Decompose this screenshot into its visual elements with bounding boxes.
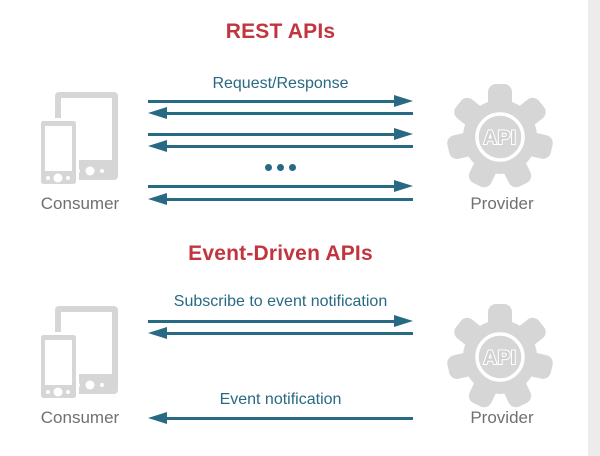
api-badge-text: API: [483, 348, 516, 369]
response-arrow-left-1: [148, 107, 413, 120]
arrowhead-right-icon: [394, 315, 413, 327]
arrowhead-right-icon: [394, 128, 413, 140]
rest-provider-label: Provider: [470, 194, 534, 213]
request-response-label: Request/Response: [212, 75, 349, 92]
event-notification-label: Event notification: [219, 391, 342, 408]
response-arrow-left-3: [148, 193, 413, 206]
arrow-shaft: [148, 185, 404, 188]
event-notification-arrow-left: [148, 412, 413, 425]
subscribe-ack-arrow-left: [148, 327, 413, 340]
dot-icon: [289, 164, 296, 171]
arrowhead-right-icon: [394, 180, 413, 192]
event-consumer-label: Consumer: [40, 408, 120, 427]
api-badge-text: API: [483, 128, 516, 149]
provider-gear-icon: API: [447, 304, 553, 408]
event-section-title: Event-Driven APIs: [188, 242, 373, 265]
request-arrow-right-2: [148, 128, 413, 141]
dot-icon: [277, 164, 284, 171]
arrow-shaft: [148, 100, 404, 103]
subscribe-label: Subscribe to event notification: [173, 293, 388, 310]
dot-icon: [265, 164, 272, 171]
ellipsis-dots: [148, 164, 413, 171]
event-provider-label: Provider: [470, 408, 534, 427]
request-arrow-right-1: [148, 95, 413, 108]
response-arrow-left-2: [148, 140, 413, 153]
right-edge-strip: [588, 0, 600, 456]
arrowhead-left-icon: [148, 107, 167, 119]
subscribe-arrow-right: [148, 315, 413, 328]
consumer-devices-icon: [38, 92, 118, 187]
arrow-shaft: [157, 112, 413, 115]
arrow-shaft: [157, 198, 413, 201]
arrowhead-left-icon: [148, 412, 167, 424]
request-arrow-right-3: [148, 180, 413, 193]
rest-section-title: REST APIs: [225, 20, 336, 43]
arrowhead-left-icon: [148, 140, 167, 152]
arrow-shaft: [157, 417, 413, 420]
arrowhead-left-icon: [148, 193, 167, 205]
arrowhead-right-icon: [394, 95, 413, 107]
consumer-devices-icon: [38, 306, 118, 401]
rest-consumer-label: Consumer: [40, 194, 120, 213]
arrow-shaft: [148, 320, 404, 323]
provider-gear-icon: API: [447, 84, 553, 188]
arrowhead-left-icon: [148, 327, 167, 339]
arrow-shaft: [157, 332, 413, 335]
arrow-shaft: [148, 133, 404, 136]
arrow-shaft: [157, 145, 413, 148]
